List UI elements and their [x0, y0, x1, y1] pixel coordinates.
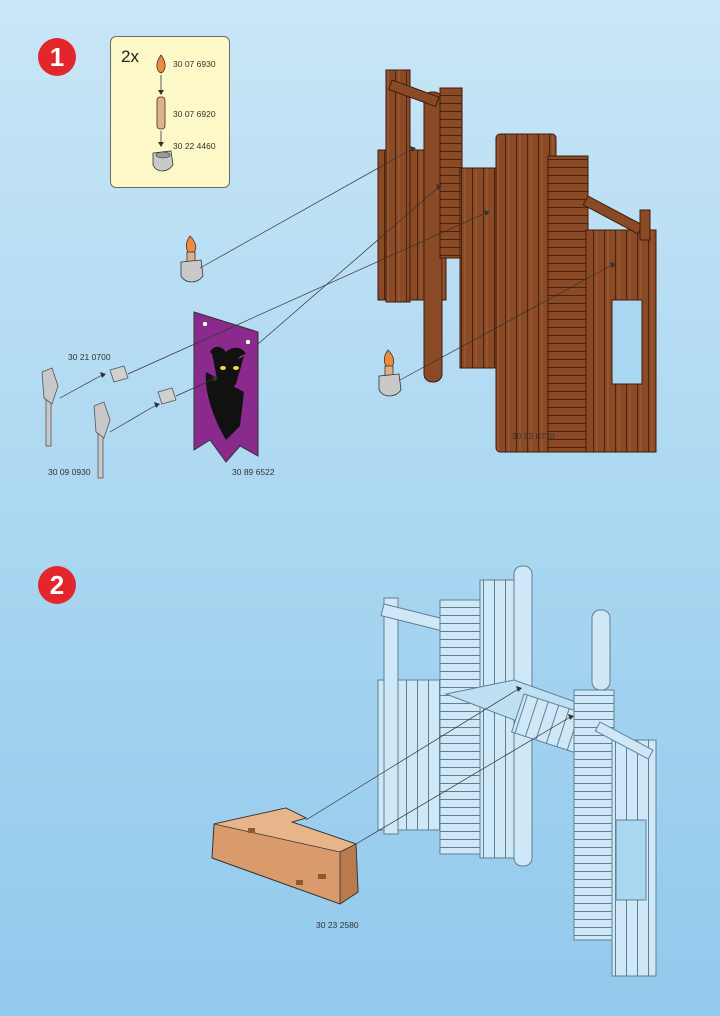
part-number-clip: 30 21 0700	[68, 352, 111, 362]
flame-part-icon	[156, 54, 166, 74]
part-number-stick: 30 07 6920	[173, 109, 216, 119]
tower-wall-part	[377, 69, 657, 453]
parts-quantity: 2x	[121, 47, 139, 66]
step-2-badge: 2	[38, 566, 76, 604]
torch-stick-part-icon	[156, 96, 166, 130]
axe-part-1	[41, 367, 59, 447]
part-number-holder: 30 22 4460	[173, 141, 216, 151]
clip-part-1	[109, 365, 129, 383]
axe-part-2	[93, 401, 111, 479]
clip-part-2	[157, 387, 177, 405]
torch-holder-part-icon	[152, 150, 174, 172]
part-number-axe: 30 09 0930	[48, 467, 91, 477]
banner-part	[193, 311, 259, 463]
assembly-guide-lines	[59, 147, 615, 433]
assembly-arrows	[100, 146, 616, 408]
part-number-flame: 30 07 6930	[173, 59, 216, 69]
torch-upper-part	[180, 235, 204, 283]
step-1-badge: 1	[38, 38, 76, 76]
part-number-tower-wall: 30 22 8770	[512, 431, 555, 441]
part-number-base: 30 23 2580	[316, 920, 359, 930]
torch-lower-part	[378, 349, 402, 397]
parts-box-illustration	[152, 54, 174, 172]
parts-box: 2x 30 07 6930 30 07 6920 30 22 4460	[110, 36, 230, 188]
part-number-banner: 30 89 6522	[232, 467, 275, 477]
